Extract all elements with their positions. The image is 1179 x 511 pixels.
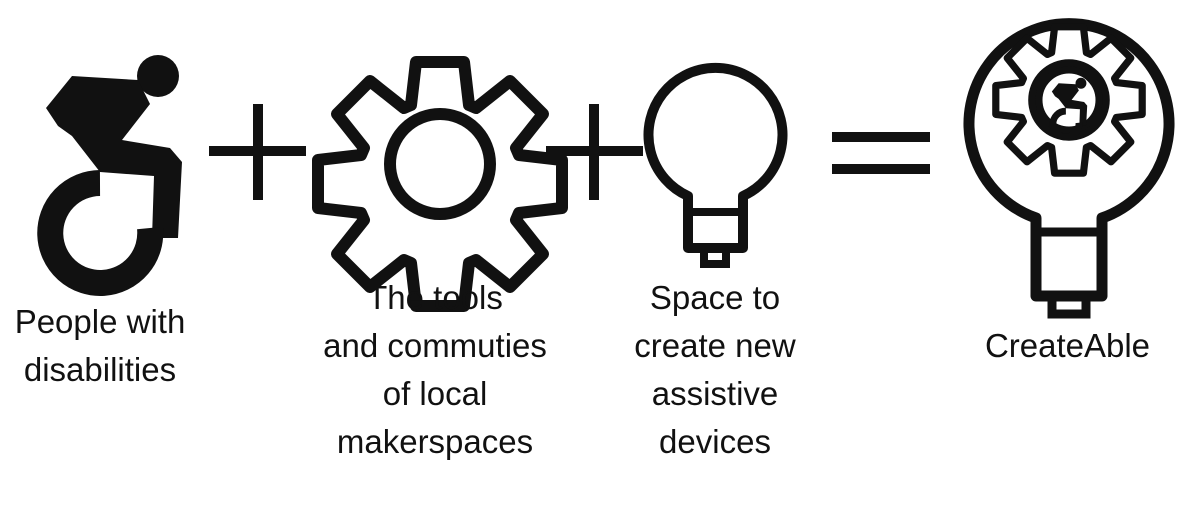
assistive-devices-caption: Space to create new assistive devices xyxy=(605,274,825,466)
plus-operator xyxy=(209,104,306,200)
caption-line: create new xyxy=(634,327,796,364)
equals-operator xyxy=(832,132,930,174)
caption-line: CreateAble xyxy=(984,327,1151,364)
people-with-disabilities-caption: People with disabilities xyxy=(0,298,210,394)
caption-line: assistive xyxy=(651,375,779,412)
caption-line: of local xyxy=(382,375,488,412)
caption-line: disabilities xyxy=(23,351,177,388)
wheelchair-icon xyxy=(46,55,182,283)
createable-logo-icon xyxy=(963,18,1175,319)
lightbulb-icon xyxy=(643,62,788,268)
caption-line: The tools xyxy=(367,279,503,316)
caption-line: makerspaces xyxy=(336,423,534,460)
caption-line: Space to xyxy=(649,279,781,316)
caption-line: devices xyxy=(659,423,771,460)
makerspaces-caption: The tools and commuties of local makersp… xyxy=(290,274,580,466)
caption-line: People with xyxy=(14,303,186,340)
caption-line: and commuties xyxy=(323,327,547,364)
plus-operator xyxy=(546,104,643,200)
createable-caption: CreateAble xyxy=(960,322,1175,370)
gear-icon xyxy=(312,56,568,312)
